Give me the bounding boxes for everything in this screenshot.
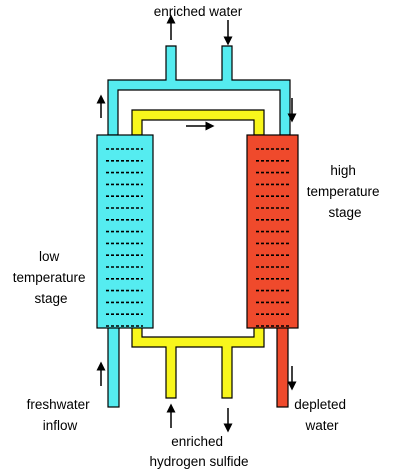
- hydrogen-sulfide-loop: [131, 109, 265, 136]
- low-column-trays: [106, 148, 143, 327]
- freshwater-inflow-pipe: [107, 326, 120, 408]
- low-stage-label: low temperature stage: [13, 249, 90, 306]
- hydrogen-sulfide-bottom-pipes: [131, 326, 265, 399]
- high-stage-label: high temperature stage: [307, 163, 384, 220]
- high-column-trays: [256, 148, 290, 327]
- depleted-water-pipe: [276, 326, 289, 408]
- low-temperature-column: [96, 134, 154, 329]
- enriched-water-label: enriched water: [154, 4, 243, 19]
- freshwater-inflow-label: freshwater inflow: [27, 397, 94, 433]
- enriched-water-loop: [107, 45, 291, 136]
- enriched-h2s-label: enriched hydrogen sulfide: [149, 434, 248, 469]
- depleted-water-label: depleted water: [294, 397, 350, 433]
